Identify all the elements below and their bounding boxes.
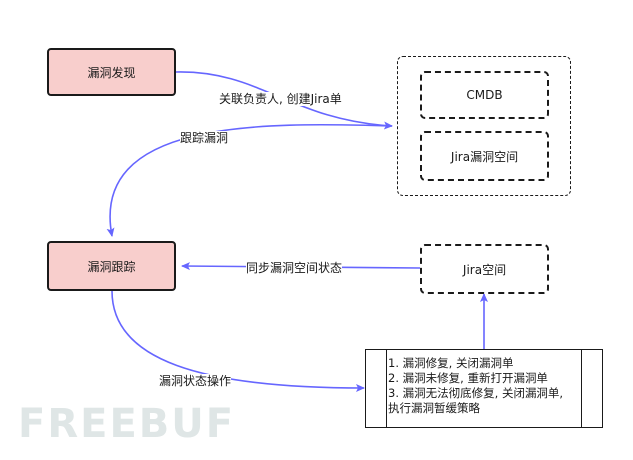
edge-tracking-to-process	[111, 290, 365, 392]
node-tracking: 漏洞跟踪	[47, 241, 176, 291]
node-jira: Jira空间	[420, 244, 549, 294]
node-tracking-label: 漏洞跟踪	[87, 259, 136, 274]
edge-label-status-op: 漏洞状态操作	[159, 374, 232, 388]
node-discover-label: 漏洞发现	[87, 65, 136, 80]
watermark-logo: FREEBUF	[18, 404, 235, 444]
node-cmdb-label: CMDB	[466, 88, 503, 102]
process-text: 1. 漏洞修复, 关闭漏洞单 2. 漏洞未修复, 重新打开漏洞单 3. 漏洞无法…	[388, 356, 563, 416]
process-left-bar	[386, 350, 387, 427]
process-line-1: 1. 漏洞修复, 关闭漏洞单	[388, 356, 514, 370]
edge-label-link-owner: 关联负责人, 创建Jira单	[219, 92, 342, 106]
node-jira-space-label: Jira漏洞空间	[450, 149, 519, 164]
process-line-4: 执行漏洞暂缓策略	[388, 401, 480, 415]
edge-label-sync: 同步漏洞空间状态	[246, 261, 343, 275]
process-line-2: 2. 漏洞未修复, 重新打开漏洞单	[388, 371, 548, 385]
edge-group-to-tracking	[106, 123, 393, 237]
node-cmdb: CMDB	[420, 71, 549, 119]
watermark-text: FREEBUF	[18, 401, 236, 447]
process-right-bar	[581, 350, 582, 427]
node-jira-label: Jira空间	[462, 262, 507, 277]
system-group	[397, 56, 571, 196]
process-line-3: 3. 漏洞无法彻底修复, 关闭漏洞单,	[388, 386, 564, 400]
node-jira-space: Jira漏洞空间	[420, 131, 549, 181]
node-discover: 漏洞发现	[47, 48, 176, 96]
edge-label-track: 跟踪漏洞	[180, 131, 229, 145]
process-box: 1. 漏洞修复, 关闭漏洞单 2. 漏洞未修复, 重新打开漏洞单 3. 漏洞无法…	[365, 349, 603, 428]
